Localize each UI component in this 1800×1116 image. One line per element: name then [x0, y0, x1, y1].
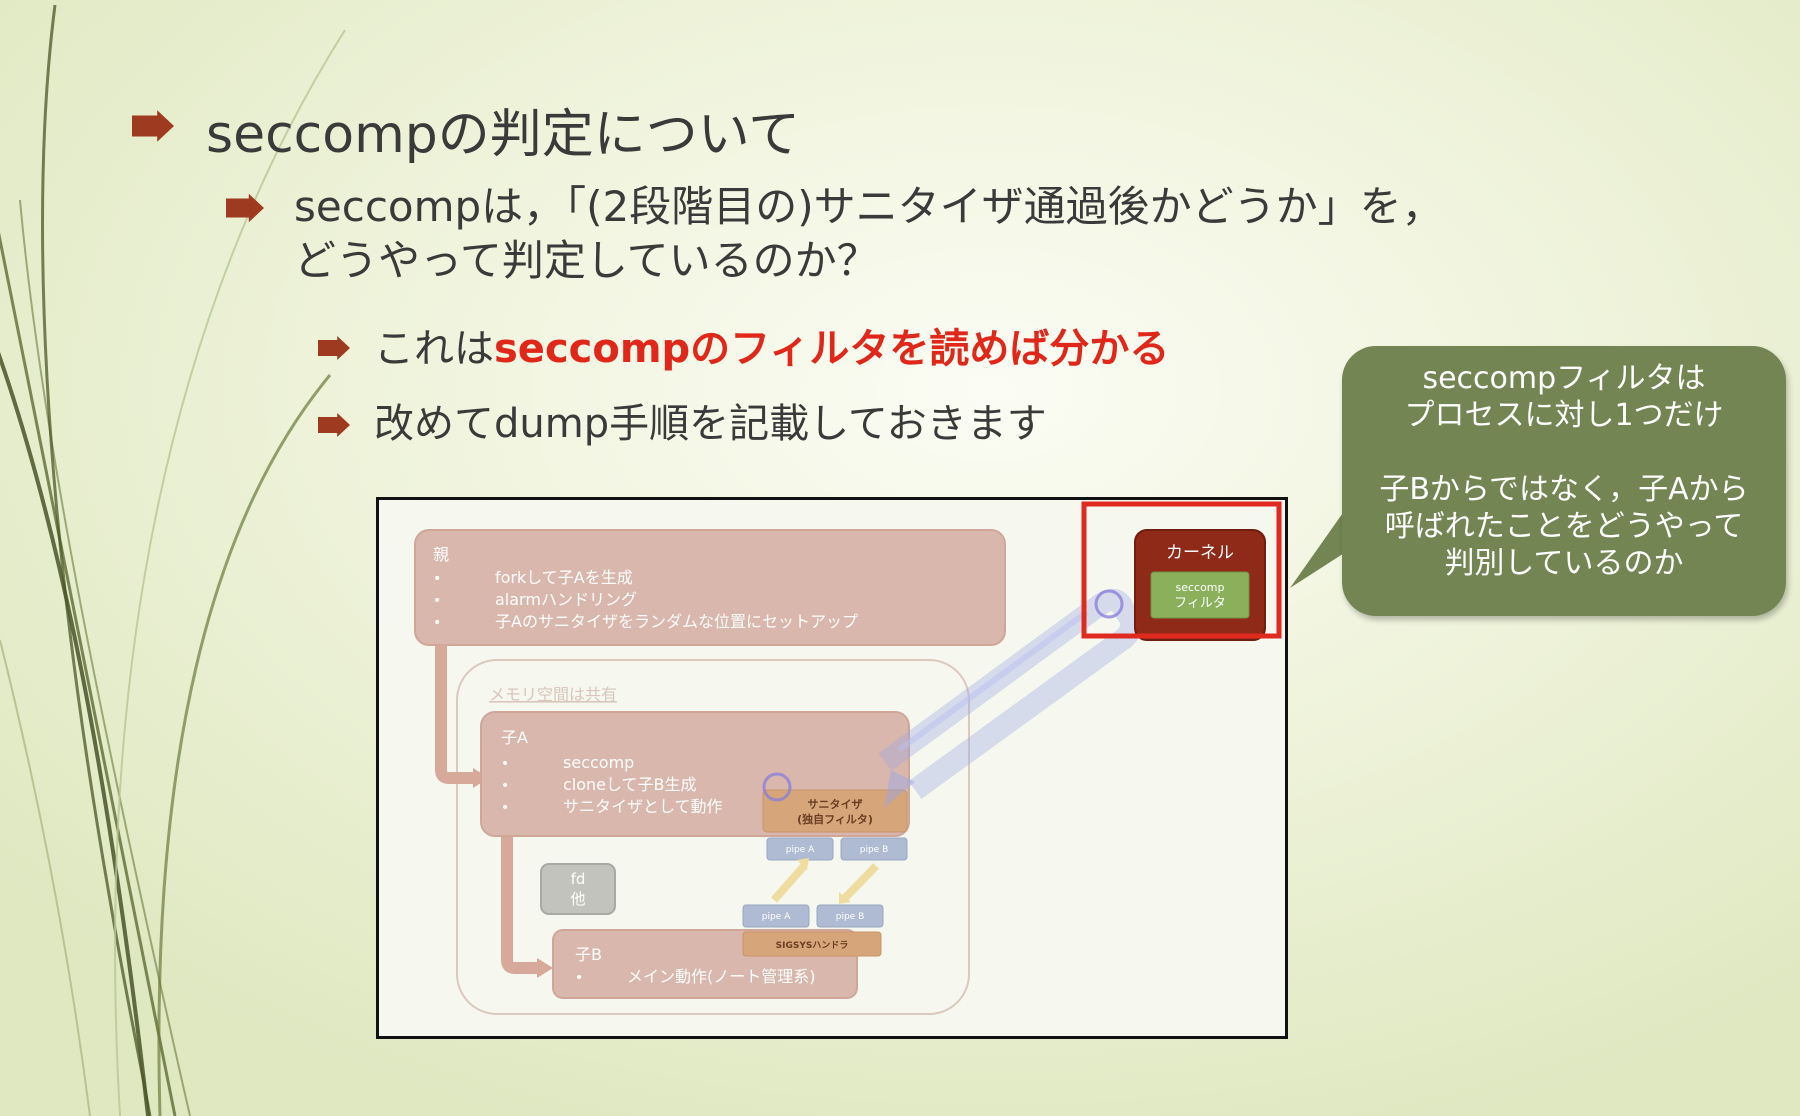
bullet-seccomp-judgement: seccompの判定について: [132, 92, 800, 167]
child-a-item-sanitizer: サニタイザとして動作: [563, 797, 723, 816]
kernel-title: カーネル: [1166, 543, 1234, 563]
process-diagram: 親 • • • forkして子Aを生成 alarmハンドリング 子Aのサニタイザ…: [376, 497, 1288, 1039]
svg-text:•: •: [501, 756, 509, 772]
bullet3a-prefix: これは: [374, 326, 494, 372]
child-a-title: 子A: [501, 728, 528, 747]
bullet-dump-procedure: 改めてdump手順を記載しておきます: [318, 391, 1047, 449]
sanitizer-sublabel: (独自フィルタ): [797, 812, 873, 826]
parent-box: [414, 529, 1006, 646]
callout-bubble: seccompフィルタは プロセスに対し1つだけ 子Bからではなく，子Aから 呼…: [1342, 346, 1786, 616]
child-a-item-seccomp: seccomp: [563, 753, 634, 772]
svg-text:•: •: [433, 593, 441, 609]
sigsys-handler-box: [742, 931, 882, 957]
callout-line1: seccompフィルタは: [1422, 361, 1706, 396]
bullet3a-highlight: seccompのフィルタを読めば分かる: [494, 326, 1170, 372]
parent-title: 親: [433, 545, 449, 564]
svg-text:他: 他: [570, 890, 585, 908]
process-diagram-graphic: 親 • • • forkして子Aを生成 alarmハンドリング 子Aのサニタイザ…: [414, 501, 1282, 1015]
svg-text:pipe A: pipe A: [762, 912, 791, 922]
fd-box: [540, 863, 616, 915]
callout-line5: 判別しているのか: [1444, 546, 1684, 581]
svg-text:fd: fd: [571, 870, 586, 888]
kernel-highlight-box: [1081, 501, 1282, 639]
child-b-title: 子B: [575, 945, 602, 964]
svg-text:•: •: [575, 970, 583, 986]
child-a-item-clone: cloneして子B生成: [563, 775, 697, 794]
parent-item-alarm: alarmハンドリング: [495, 590, 637, 609]
arrow-bullet-icon: [318, 413, 350, 437]
bullet1-text: seccompの判定について: [206, 105, 801, 165]
svg-text:•: •: [501, 778, 509, 794]
pipe-bottom-b: [816, 904, 884, 928]
bullet3b-text: 改めてdump手順を記載しておきます: [374, 401, 1047, 447]
svg-text:seccomp: seccomp: [1175, 581, 1224, 594]
sanitizer-label: サニタイザ: [808, 798, 863, 811]
svg-text:•: •: [433, 571, 441, 587]
svg-text:フィルタ: フィルタ: [1174, 596, 1226, 611]
svg-text:pipe A: pipe A: [786, 845, 815, 855]
svg-text:•: •: [433, 615, 441, 631]
arrow-bullet-icon: [226, 193, 264, 223]
svg-text:•: •: [501, 800, 509, 816]
callout-line3: 子Bからではなく，子Aから: [1379, 472, 1749, 507]
svg-text:pipe B: pipe B: [836, 912, 865, 922]
bullet2-line1: seccompは，「(2段階目の)サニタイザ通過後かどうか」を，: [294, 182, 1444, 231]
child-b-item-main: メイン動作(ノート管理系): [627, 967, 816, 986]
svg-text:SIGSYSハンドラ: SIGSYSハンドラ: [776, 940, 849, 951]
bullet-read-filter: これはseccompのフィルタを読めば分かる: [318, 316, 1169, 374]
shared-memory-label: メモリ空間は共有: [489, 685, 617, 704]
sanitizer-box: [762, 789, 908, 833]
callout-line4: 呼ばれたことをどうやって: [1384, 509, 1744, 544]
pipe-top-b: [840, 837, 908, 861]
seccomp-filter-box: [1150, 571, 1250, 619]
bullet-how-seccomp-judges: seccompは，「(2段階目の)サニタイザ通過後かどうか」を， どうやって判定…: [226, 180, 1444, 288]
bullet2-line2: どうやって判定しているのか？: [294, 236, 879, 285]
pipe-bottom-a: [742, 904, 810, 928]
shared-memory-region: [456, 659, 970, 1015]
svg-text:pipe B: pipe B: [860, 845, 889, 855]
parent-item-setup: 子Aのサニタイザをランダムな位置にセットアップ: [495, 612, 858, 631]
callout-line2: プロセスに対し1つだけ: [1404, 398, 1724, 433]
arrow-bullet-icon: [318, 336, 350, 360]
arrow-bullet-icon: [132, 110, 174, 142]
parent-item-fork: forkして子Aを生成: [495, 568, 633, 587]
